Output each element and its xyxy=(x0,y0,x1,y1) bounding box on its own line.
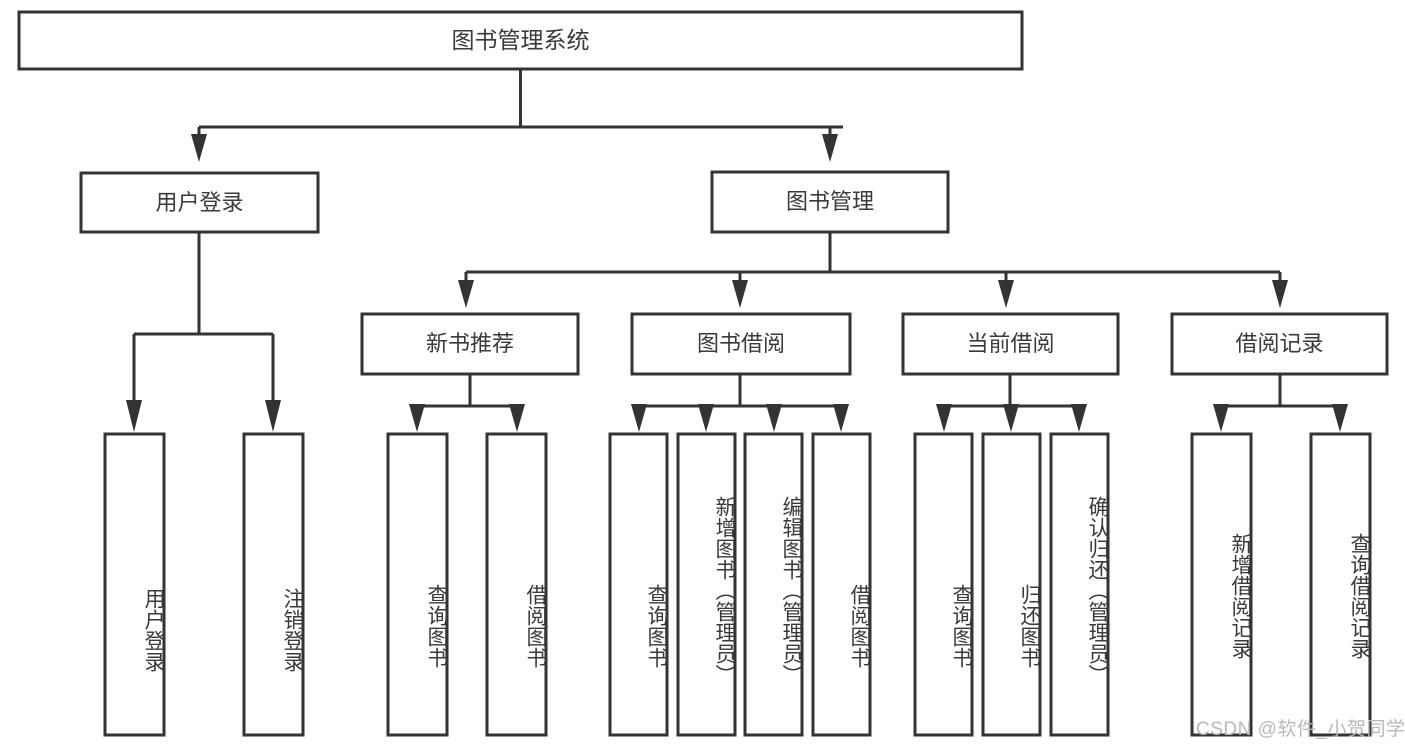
connector-borrow-records-to-leaves xyxy=(1213,374,1348,432)
connector-user-login-to-leaves xyxy=(126,232,281,432)
connector-new-book-recommend-to-leaves xyxy=(409,374,525,432)
node-box-leaf-query-borrow-record[interactable] xyxy=(1309,432,1372,737)
node-box-leaf-return-book[interactable] xyxy=(981,432,1042,737)
connector-current-borrow-to-leaves xyxy=(936,374,1087,432)
node-box-borrow-records[interactable] xyxy=(1170,312,1389,376)
connector-book-management-to-level3 xyxy=(458,232,1288,308)
node-box-leaf-add-book-admin[interactable] xyxy=(676,432,737,737)
node-box-root[interactable] xyxy=(17,10,1024,71)
node-box-leaf-borrow-book-2[interactable] xyxy=(811,432,872,737)
node-box-leaf-edit-book-admin[interactable] xyxy=(743,432,804,737)
watermark-text: CSDN @软件_小贺同学 xyxy=(1196,719,1405,740)
node-box-current-borrow[interactable] xyxy=(901,312,1120,376)
connector-root-to-level2 xyxy=(191,69,843,162)
connector-book-borrow-to-leaves xyxy=(631,374,849,432)
node-box-leaf-borrow-book-1[interactable] xyxy=(485,432,548,737)
node-box-leaf-confirm-return-admin[interactable] xyxy=(1049,432,1110,737)
node-box-leaf-query-book-3[interactable] xyxy=(913,432,974,737)
node-box-new-book-recommend[interactable] xyxy=(360,312,580,376)
node-box-leaf-add-borrow-record[interactable] xyxy=(1190,432,1253,737)
node-box-user-login[interactable] xyxy=(79,171,320,234)
node-box-leaf-logout[interactable] xyxy=(242,432,305,737)
node-box-book-management[interactable] xyxy=(710,170,950,234)
node-box-leaf-query-book-1[interactable] xyxy=(386,432,449,737)
node-box-book-borrow[interactable] xyxy=(630,312,852,376)
node-box-leaf-query-book-2[interactable] xyxy=(608,432,669,737)
node-box-leaf-user-login[interactable] xyxy=(103,432,166,737)
